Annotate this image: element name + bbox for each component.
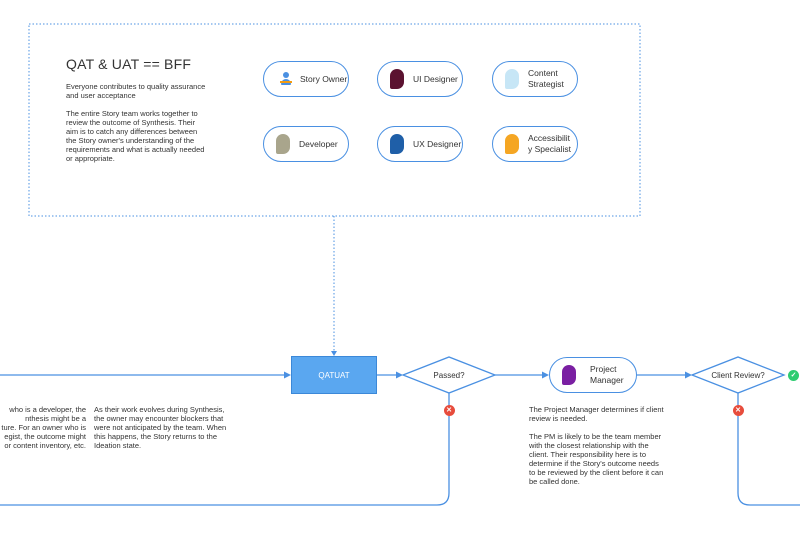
- card-paragraph-2: The entire Story team works together to …: [66, 109, 205, 163]
- role-label: Story Owner: [300, 73, 348, 84]
- incoming-arrowhead: [284, 371, 291, 379]
- pm-note-2: The PM is likely to be the team member w…: [529, 432, 664, 486]
- project-manager-label: Project Manager: [590, 364, 624, 385]
- developer-badge-icon: [276, 134, 290, 154]
- role-accessibility-specialist[interactable]: Accessibilit y Specialist: [492, 126, 578, 162]
- developer-note: who is a developer, the nthesis might be…: [1, 405, 86, 450]
- client-review-decision-diamond: [690, 356, 786, 394]
- client-review-pass-icon: ✓: [788, 369, 799, 381]
- dotted-connector-arrowhead: [331, 351, 337, 356]
- qatuat-step[interactable]: QATUAT: [291, 356, 377, 394]
- card-title: QAT & UAT == BFF: [66, 56, 192, 72]
- project-manager-badge-icon: [562, 365, 576, 385]
- ux-designer-badge-icon: [390, 134, 404, 154]
- accessibility-specialist-badge-icon: [505, 134, 519, 154]
- person-icon: [280, 72, 292, 86]
- passed-fail-path: [0, 393, 450, 506]
- ui-designer-badge-icon: [390, 69, 404, 89]
- client-review-fail-icon: ✕: [732, 405, 744, 416]
- role-label: UI Designer: [413, 73, 458, 84]
- blockers-note: As their work evolves during Synthesis, …: [94, 405, 227, 450]
- role-label: Accessibilit y Specialist: [528, 133, 571, 154]
- passed-label: Passed?: [433, 371, 465, 380]
- role-content-strategist[interactable]: Content Strategist: [492, 61, 578, 97]
- role-ux-designer[interactable]: UX Designer: [377, 126, 463, 162]
- content-strategist-badge-icon: [505, 69, 519, 89]
- role-label: Developer: [299, 138, 338, 149]
- passed-fail-icon: ✕: [443, 405, 455, 416]
- team-card-border: [28, 23, 641, 217]
- client-review-label: Client Review?: [711, 371, 765, 380]
- client-review-fail-path: [737, 393, 800, 506]
- project-manager-step[interactable]: Project Manager: [549, 357, 637, 393]
- role-label: Content Strategist: [528, 68, 564, 89]
- role-label: UX Designer: [413, 138, 462, 149]
- role-ui-designer[interactable]: UI Designer: [377, 61, 463, 97]
- card-paragraph-1: Everyone contributes to quality assuranc…: [66, 82, 206, 100]
- role-developer[interactable]: Developer: [263, 126, 349, 162]
- pm-note-1: The Project Manager determines if client…: [529, 405, 664, 423]
- role-story-owner[interactable]: Story Owner: [263, 61, 349, 97]
